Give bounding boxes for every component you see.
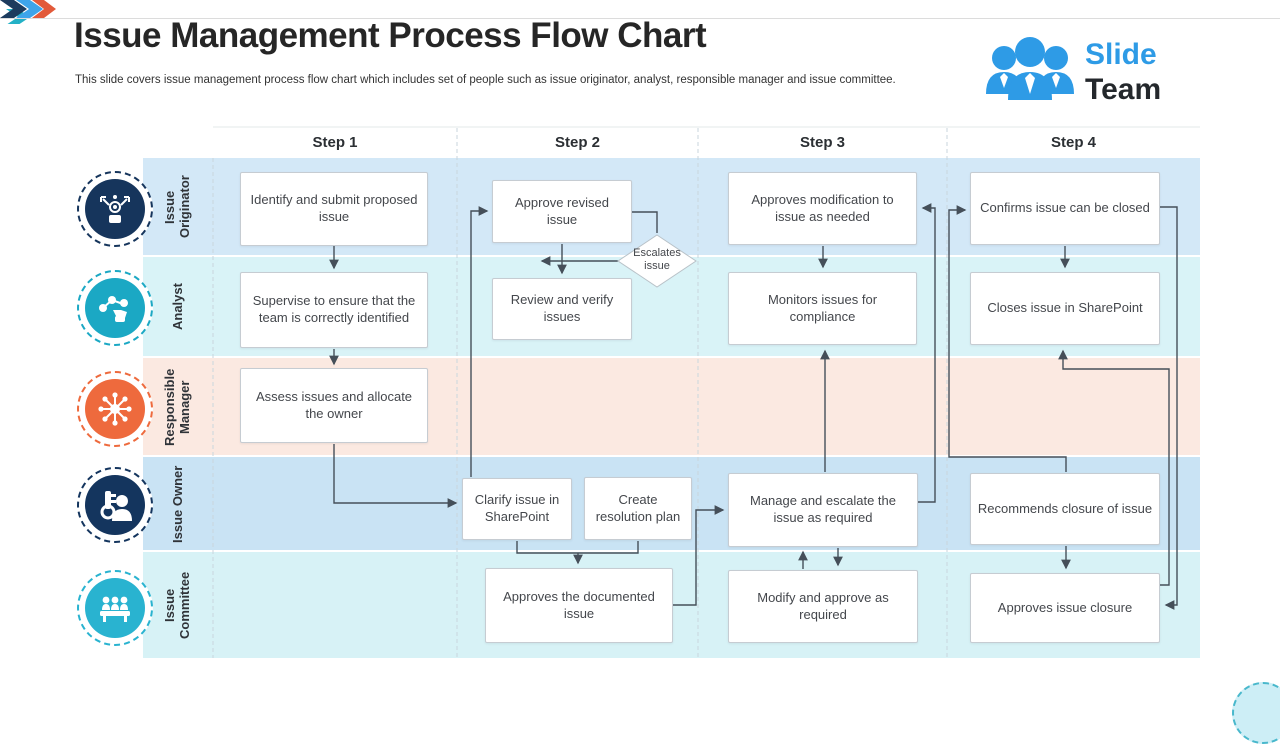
slideteam-logo: Slide Team [982, 32, 1212, 112]
flow-node-approves-closure: Approves issue closure [970, 573, 1160, 643]
row-label-analyst: Analyst [169, 283, 185, 330]
flow-node-identify-submit: Identify and submit proposed issue [240, 172, 428, 246]
column-header-step-4: Step 4 [1050, 134, 1096, 151]
column-header-step-1: Step 1 [312, 134, 358, 151]
page-title: Issue Management Process Flow Chart [74, 16, 707, 55]
flow-node-supervise-team: Supervise to ensure that the team is cor… [240, 272, 428, 348]
row-label-issue-owner: Issue Owner [169, 464, 185, 543]
flow-node-approve-revised: Approve revised issue [492, 180, 632, 243]
flow-node-review-verify: Review and verify issues [492, 278, 632, 340]
people-logo-icon [986, 37, 1074, 100]
logo-word-slide: Slide [1085, 38, 1157, 71]
flow-node-clarify-sharepoint: Clarify issue in SharePoint [462, 478, 572, 540]
flow-node-confirms-closed: Confirms issue can be closed [970, 172, 1160, 245]
flow-node-assess-allocate: Assess issues and allocate the owner [240, 368, 428, 443]
logo-word-team: Team [1085, 73, 1162, 106]
flow-node-create-plan: Create resolution plan [584, 477, 692, 540]
column-header-step-2: Step 2 [554, 134, 600, 151]
row-label-issue-originator: Issue Originator [162, 175, 192, 238]
analysis-hand-icon [77, 270, 153, 346]
flow-node-manage-escalate: Manage and escalate the issue as require… [728, 473, 918, 547]
header-divider [0, 18, 1280, 19]
column-header-step-3: Step 3 [799, 134, 845, 151]
decision-label: Escalates issue [633, 247, 681, 273]
row-label-responsible-manager: Responsible Manager [162, 367, 192, 446]
key-person-icon [77, 467, 153, 543]
robot-gear-icon [77, 171, 153, 247]
flow-node-monitors-compliance: Monitors issues for compliance [728, 272, 917, 345]
flow-node-closes-sharepoint: Closes issue in SharePoint [970, 272, 1160, 345]
chevron-decoration [0, 0, 56, 24]
flow-node-approves-modification: Approves modification to issue as needed [728, 172, 917, 245]
flow-node-modify-approve: Modify and approve as required [728, 570, 918, 643]
flow-node-recommends-closure: Recommends closure of issue [970, 473, 1160, 545]
page-subtitle: This slide covers issue management proce… [75, 74, 896, 86]
corner-circle-decoration [1232, 682, 1280, 744]
committee-icon [77, 570, 153, 646]
network-hub-icon [77, 371, 153, 447]
row-label-issue-committee: Issue Committee [162, 571, 192, 639]
flow-node-approves-documented: Approves the documented issue [485, 568, 673, 643]
